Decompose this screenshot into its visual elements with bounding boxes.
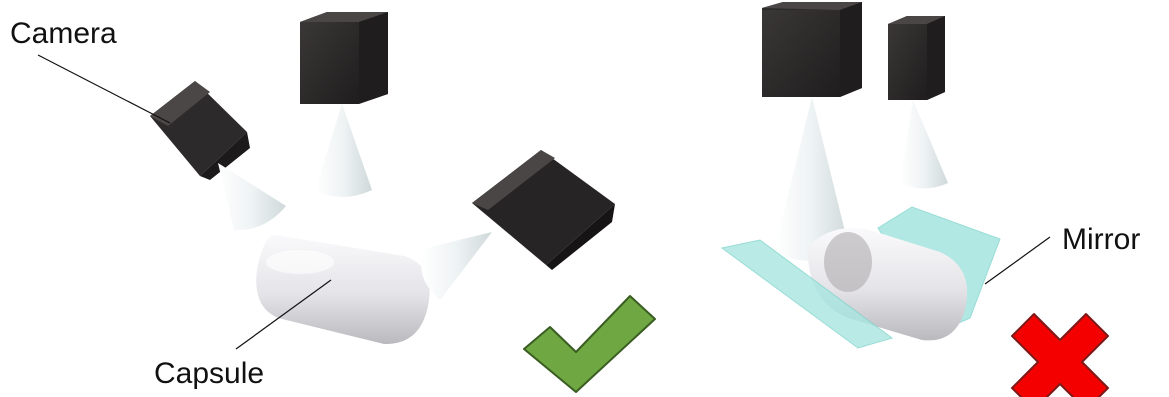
capsule-label: Capsule xyxy=(154,359,264,389)
left-scene xyxy=(38,12,655,392)
camera-tilted-left xyxy=(150,81,250,180)
capsule-left xyxy=(256,235,429,344)
camera-top-left xyxy=(300,12,388,104)
cone-top-left xyxy=(315,104,372,197)
camera-tilted-right xyxy=(472,150,615,270)
cone-right-2 xyxy=(900,100,948,189)
camera-pointer-line xyxy=(38,55,170,123)
cross-icon xyxy=(1012,314,1108,397)
camera-right-2 xyxy=(888,16,945,100)
checkmark-icon xyxy=(524,296,655,392)
cone-tilted-right xyxy=(421,232,492,300)
camera-label: Camera xyxy=(10,19,117,49)
cone-tilted-left xyxy=(218,163,286,230)
camera-right-1 xyxy=(762,2,862,97)
right-scene xyxy=(722,2,1108,397)
mirror-label: Mirror xyxy=(1062,225,1140,255)
